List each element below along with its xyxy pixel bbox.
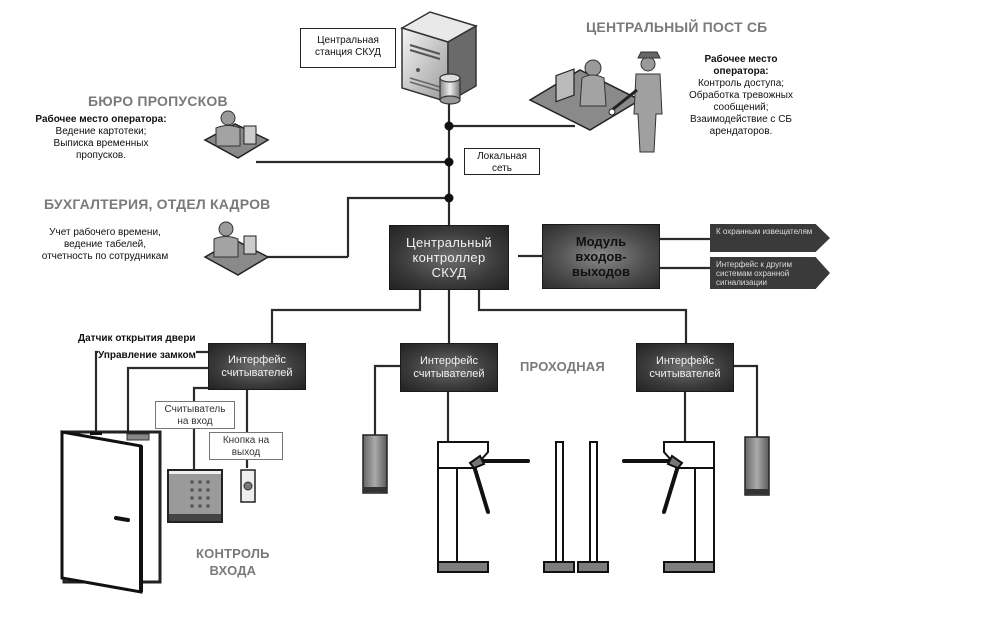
junction-dot — [444, 193, 454, 203]
entry-control-title: КОНТРОЛЬ ВХОДА — [196, 545, 270, 579]
central-post-description: Рабочее место оператора: Контроль доступ… — [676, 54, 806, 138]
central-post-title: ЦЕНТРАЛЬНЫЙ ПОСТ СБ — [586, 19, 768, 35]
keypad-reader-icon — [167, 469, 223, 523]
door-icon — [60, 430, 162, 594]
operator-workstation-icon — [203, 221, 270, 276]
accounting-desc-line: Учет рабочего времени, — [49, 227, 161, 238]
card-reader-icon — [362, 434, 388, 494]
lock-control-label: Управление замком — [98, 350, 196, 361]
gate-post-icon — [543, 441, 575, 573]
lan-label: Локальная сеть — [464, 148, 540, 175]
pass-bureau-description: Рабочее место оператора: Ведение картоте… — [26, 114, 176, 162]
checkpoint-title: ПРОХОДНАЯ — [520, 359, 605, 374]
gate-post-icon — [577, 441, 609, 573]
central-post-desc-line: Контроль доступа; — [697, 78, 785, 89]
central-post-desc-line: Обработка тревожных сообщений; — [689, 90, 793, 113]
pass-bureau-title: БЮРО ПРОПУСКОВ — [88, 93, 228, 109]
accounting-title: БУХГАЛТЕРИЯ, ОТДЕЛ КАДРОВ — [44, 196, 271, 212]
io-module: Модуль входов-выходов — [542, 224, 660, 289]
accounting-description: Учет рабочего времени, ведение табелей, … — [30, 227, 180, 263]
central-post-desc-heading: Рабочее место оператора: — [704, 54, 778, 77]
junction-dot — [444, 157, 454, 167]
entry-control-title-line: ВХОДА — [209, 563, 257, 578]
accounting-desc-line: отчетность по сотрудникам — [41, 251, 169, 262]
turnstile-icon — [437, 441, 530, 573]
guard-operator-icon — [528, 51, 663, 153]
entry-reader-label: Считыватель на вход — [155, 401, 235, 429]
junction-dot — [444, 121, 454, 131]
door-sensor-label: Датчик открытия двери — [78, 333, 196, 344]
server-icon — [400, 11, 478, 105]
reader-interface-checkpoint-right: Интерфейс считывателей — [636, 343, 734, 392]
central-controller: Центральный контроллер СКУД — [389, 225, 509, 290]
reader-interface-entry: Интерфейс считывателей — [208, 343, 306, 390]
card-reader-icon — [744, 436, 770, 496]
pass-bureau-desc-heading: Рабочее место оператора: — [35, 114, 167, 125]
accounting-desc-line: ведение табелей, — [63, 239, 147, 250]
exit-button-icon — [240, 469, 256, 503]
reader-interface-checkpoint-left: Интерфейс считывателей — [400, 343, 498, 392]
turnstile-icon — [622, 441, 715, 573]
network-junctions — [444, 121, 454, 203]
io-output-detectors: К охранным извещателям — [710, 224, 830, 252]
io-output-alarm-interface: Интерфейс к другим системам охранной сиг… — [710, 257, 830, 289]
pass-bureau-desc-line: Ведение картотеки; — [55, 126, 147, 137]
pass-bureau-desc-line: Выписка временных пропусков. — [53, 138, 149, 161]
exit-button-label: Кнопка на выход — [209, 432, 283, 460]
central-post-desc-line: Взаимодействие с СБ арендаторов. — [690, 114, 792, 137]
central-station-label: Центральная станция СКУД — [300, 28, 396, 68]
entry-control-title-line: КОНТРОЛЬ — [196, 546, 270, 561]
operator-workstation-icon — [203, 110, 270, 159]
